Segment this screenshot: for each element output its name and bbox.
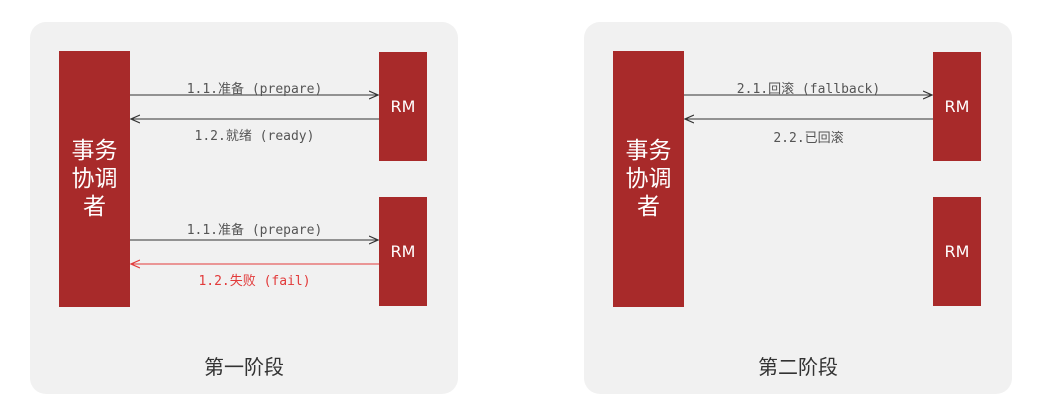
rm-label: RM — [944, 97, 970, 116]
transaction-coordinator-box: 事务 协调 者 — [59, 51, 130, 307]
rm-label: RM — [390, 242, 416, 261]
ready-message: 1.2.就绪 (ready) — [194, 129, 315, 144]
rolled-back-message: 2.2.已回滚 — [773, 131, 844, 146]
phase-two-panel: 事务 协调 者 RM RM 2.1.回滚 (fallback) 2.2.已回滚 … — [584, 22, 1012, 394]
coordinator-label-line-2: 协调 — [625, 166, 672, 192]
phase-one-arrows — [130, 22, 379, 394]
phase-one-panel: 事务 协调 者 RM RM 1.1.准备 (prepare) 1.2.就绪 (r… — [30, 22, 458, 394]
resource-manager-box-bottom: RM — [933, 197, 981, 306]
coordinator-label-line-3: 者 — [83, 194, 106, 220]
phase-two-title: 第二阶段 — [758, 355, 838, 379]
resource-manager-box-top: RM — [379, 52, 427, 161]
prepare-message-bottom: 1.1.准备 (prepare) — [186, 223, 323, 238]
resource-manager-box-bottom: RM — [379, 197, 427, 306]
coordinator-label-line-2: 协调 — [71, 166, 118, 192]
prepare-message-top: 1.1.准备 (prepare) — [186, 82, 323, 97]
coordinator-label-line-1: 事务 — [625, 138, 672, 164]
resource-manager-box-top: RM — [933, 52, 981, 161]
phase-two-arrows — [684, 22, 933, 394]
fallback-message: 2.1.回滚 (fallback) — [736, 82, 881, 97]
phase-one-title: 第一阶段 — [204, 355, 284, 379]
rm-label: RM — [390, 97, 416, 116]
fail-message: 1.2.失败 (fail) — [198, 274, 311, 289]
rm-label: RM — [944, 242, 970, 261]
transaction-coordinator-box: 事务 协调 者 — [613, 51, 684, 307]
coordinator-label-line-3: 者 — [637, 194, 660, 220]
coordinator-label-line-1: 事务 — [71, 138, 118, 164]
